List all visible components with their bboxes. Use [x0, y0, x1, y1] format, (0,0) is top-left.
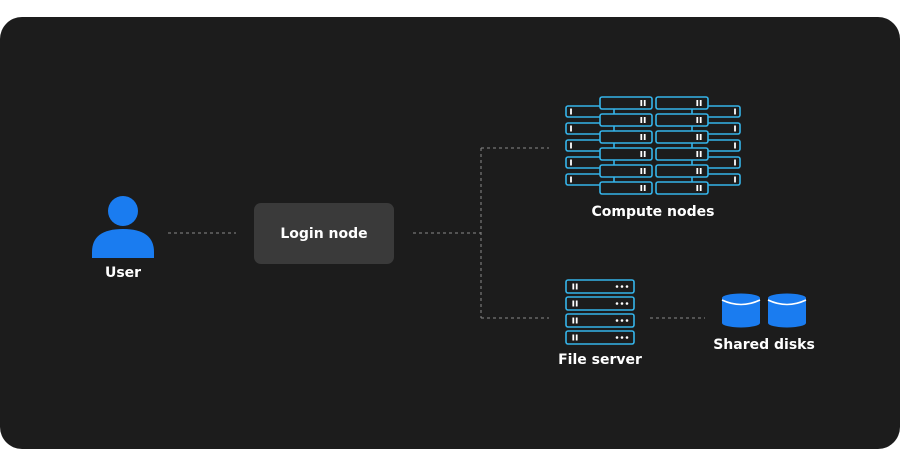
file-server-label: File server [558, 352, 642, 368]
compute-unit-center-left-3 [599, 147, 653, 161]
user-label: User [104, 265, 142, 281]
compute-unit-center-left-1 [599, 113, 653, 127]
server-rack-icon [565, 96, 741, 195]
database-icon [721, 293, 807, 328]
compute-unit-center-right-0 [655, 96, 709, 110]
compute-unit-center-left-0 [599, 96, 653, 110]
compute-unit-center-left-4 [599, 164, 653, 178]
connectors [168, 147, 705, 319]
file-server-unit-0 [565, 279, 635, 294]
login-node-label: Login node [280, 225, 368, 242]
compute-unit-center-right-5 [655, 181, 709, 195]
disk-2 [767, 293, 807, 328]
compute-unit-center-right-3 [655, 147, 709, 161]
compute-unit-center-right-4 [655, 164, 709, 178]
compute-unit-center-left-2 [599, 130, 653, 144]
shared-disks-label: Shared disks [713, 337, 815, 353]
compute-unit-center-right-1 [655, 113, 709, 127]
file-server-unit-3 [565, 330, 635, 345]
compute-unit-center-left-5 [599, 181, 653, 195]
person-icon [92, 196, 154, 258]
login-node: Login node [254, 203, 394, 264]
file-server-unit-1 [565, 296, 635, 311]
file-server-unit-2 [565, 313, 635, 328]
disk-1 [721, 293, 761, 328]
compute-nodes-label: Compute nodes [591, 204, 715, 220]
compute-unit-center-right-2 [655, 130, 709, 144]
server-stack-icon [565, 279, 635, 345]
